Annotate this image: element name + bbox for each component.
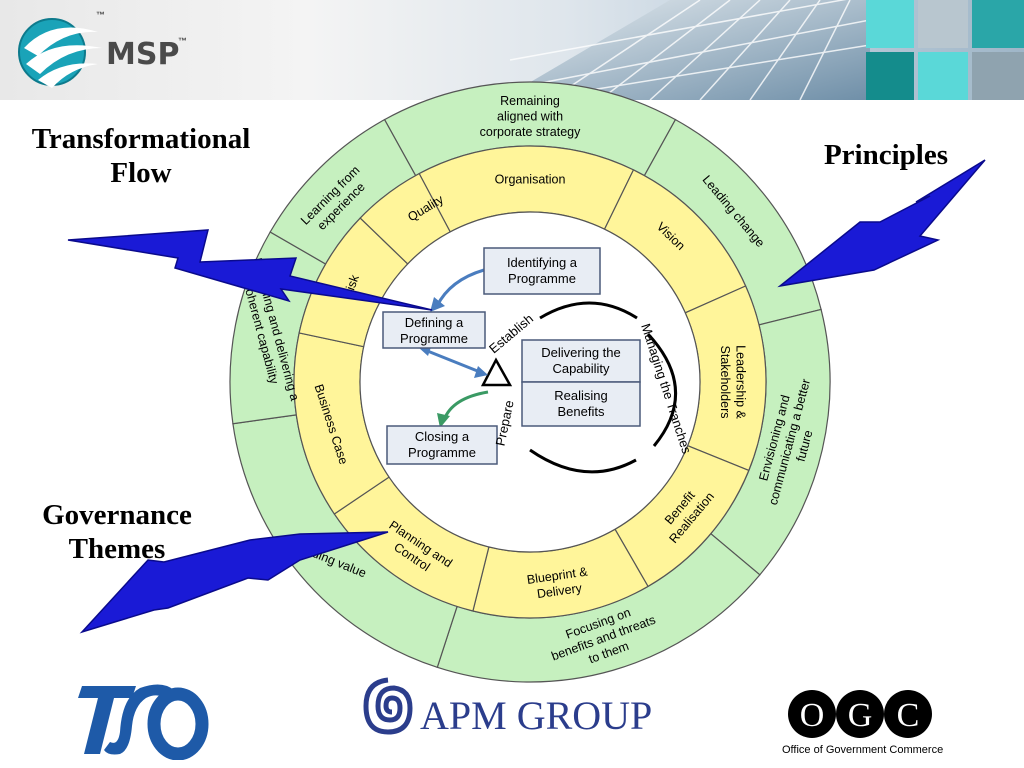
theme-label: Leadership &Stakeholders (718, 345, 748, 419)
lightning-arrows (67, 159, 986, 634)
closing-line-2: Programme (408, 445, 476, 460)
ogc-logo: O G C (788, 690, 932, 738)
defining-line-1: Defining a (405, 315, 464, 330)
governance-themes-line-2: Themes (68, 533, 166, 565)
apm-logo-icon (363, 677, 413, 735)
closing-line-1: Closing a (415, 429, 470, 444)
lightning-arrow-governance (79, 531, 389, 634)
ogc-letter-c: C (897, 697, 920, 734)
ogc-letter-o: O (800, 697, 825, 734)
principles-label: Principles (823, 139, 949, 171)
establish-arc (539, 301, 638, 320)
arrow-define-establish (424, 348, 481, 374)
header-tile-2 (918, 0, 968, 48)
governance-themes-line-1: Governance (42, 499, 192, 531)
theme-label: Blueprint &Delivery (526, 564, 591, 602)
governance-themes-label: Governance Themes (22, 498, 212, 566)
closing-arc (529, 448, 637, 474)
defining-line-2: Programme (400, 331, 468, 346)
msp-logo-text: MSP (106, 37, 180, 72)
lightning-arrow-transformational (67, 229, 433, 311)
identifying-box (483, 247, 601, 295)
identifying-line-1: Identifying a (507, 255, 578, 270)
arrowhead (430, 297, 445, 312)
delivering-line-1: Delivering the (541, 345, 621, 360)
lightning-arrow-principles (777, 159, 986, 288)
rings-group (229, 81, 831, 683)
transformational-flow-label: Transformational Flow (12, 122, 270, 190)
realising-line-1: Realising (554, 388, 607, 403)
realising-line-2: Benefits (558, 404, 605, 419)
closing-box (386, 425, 498, 465)
transformational-flow-line-2: Flow (110, 157, 172, 189)
theme-label: Organisation (495, 172, 566, 186)
header-tile-1 (866, 0, 914, 48)
tso-logo (78, 684, 209, 760)
header-tile-3 (972, 0, 1024, 48)
arrowhead (437, 413, 450, 428)
realising-box (521, 381, 641, 427)
delivering-line-2: Capability (552, 361, 610, 376)
defining-box (382, 311, 486, 349)
msp-logo-icon (18, 18, 102, 88)
identifying-line-2: Programme (508, 271, 576, 286)
trademark-mark: ™ (96, 10, 105, 20)
building-image (500, 0, 870, 100)
ogc-caption: Office of Government Commerce (782, 744, 944, 756)
trademark-mark: ™ (178, 36, 187, 46)
header-banner: ™ MSP ™ (0, 0, 1024, 100)
transformational-flow-line-1: Transformational (31, 123, 251, 155)
cycle-arrowhead (480, 357, 513, 387)
header-tile-4 (866, 52, 914, 100)
flow-cycle (418, 268, 677, 474)
arrowhead (474, 366, 488, 378)
header-tile-6 (972, 52, 1024, 100)
ogc-letter-g: G (848, 697, 873, 734)
managing-arc (646, 332, 677, 447)
header-tile-5 (918, 52, 968, 100)
delivering-box (521, 339, 641, 383)
apm-group-text: APM GROUP (420, 693, 653, 738)
